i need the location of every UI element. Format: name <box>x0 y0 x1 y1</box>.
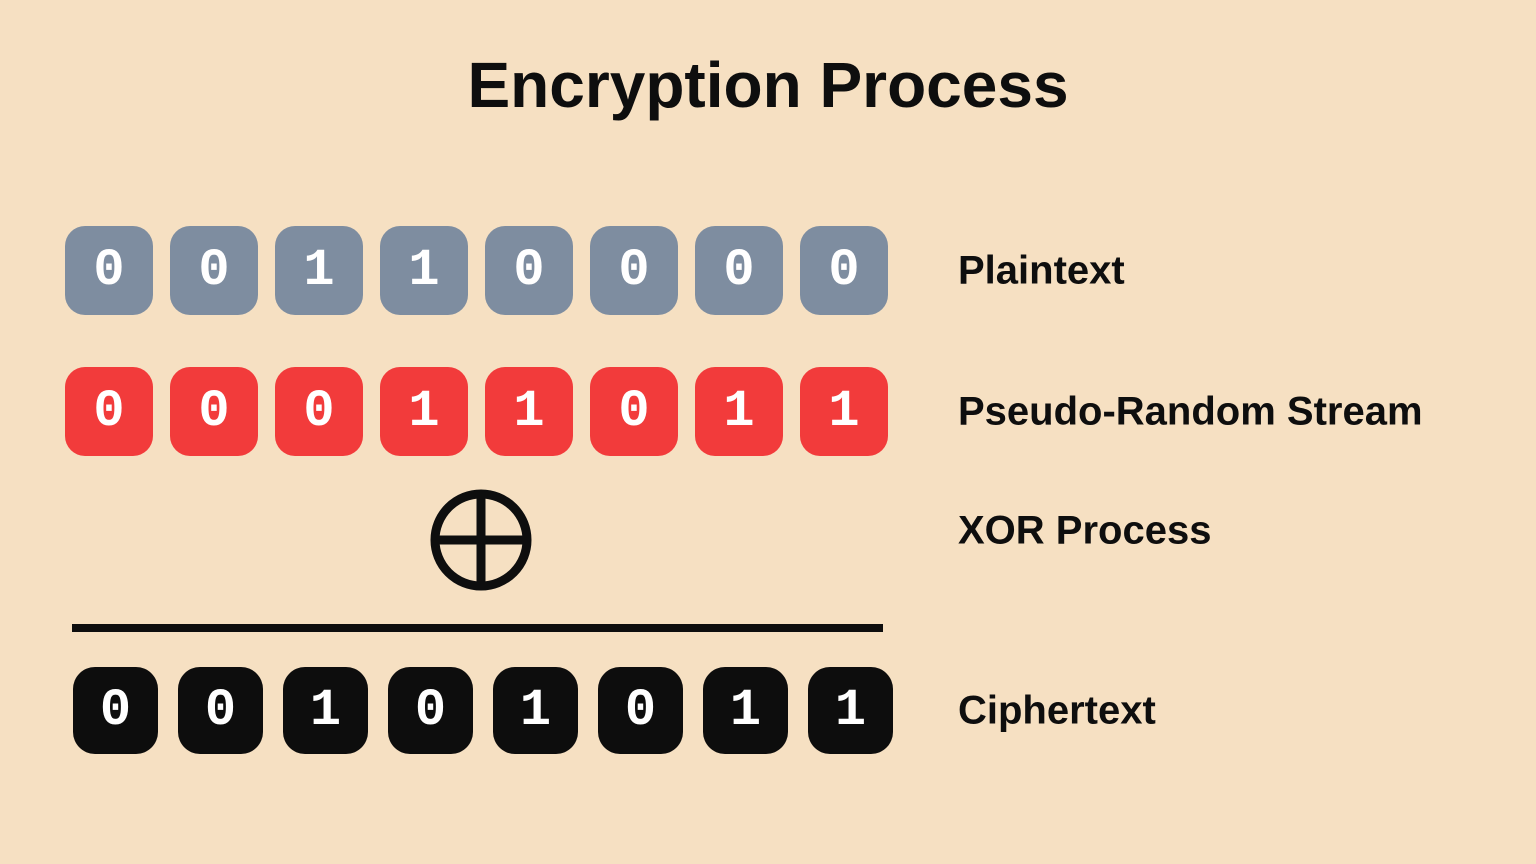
pseudo-random-stream-label: Pseudo-Random Stream <box>958 389 1423 434</box>
plaintext-label: Plaintext <box>958 248 1125 293</box>
bit-cell: 0 <box>170 367 258 456</box>
bit-cell: 1 <box>493 667 578 754</box>
bit-cell: 0 <box>65 226 153 315</box>
bit-cell: 1 <box>485 367 573 456</box>
bit-cell: 1 <box>380 226 468 315</box>
bit-cell: 0 <box>485 226 573 315</box>
bit-cell: 0 <box>388 667 473 754</box>
xor-process-label: XOR Process <box>958 508 1212 553</box>
bit-cell: 1 <box>695 367 783 456</box>
xor-circle-plus-icon <box>430 489 532 591</box>
bit-cell: 0 <box>65 367 153 456</box>
bit-cell: 0 <box>800 226 888 315</box>
bit-cell: 0 <box>73 667 158 754</box>
bit-cell: 0 <box>695 226 783 315</box>
page-title: Encryption Process <box>467 49 1069 121</box>
bit-cell: 1 <box>800 367 888 456</box>
bit-cell: 0 <box>590 367 678 456</box>
ciphertext-label: Ciphertext <box>958 688 1156 733</box>
bit-cell: 0 <box>275 367 363 456</box>
bit-cell: 0 <box>598 667 683 754</box>
bit-cell: 1 <box>703 667 788 754</box>
bit-cell: 0 <box>170 226 258 315</box>
bit-cell: 0 <box>178 667 263 754</box>
bit-cell: 1 <box>283 667 368 754</box>
bit-cell: 1 <box>275 226 363 315</box>
bit-cell: 1 <box>380 367 468 456</box>
result-divider-line <box>72 624 883 632</box>
bit-cell: 0 <box>590 226 678 315</box>
bit-cell: 1 <box>808 667 893 754</box>
